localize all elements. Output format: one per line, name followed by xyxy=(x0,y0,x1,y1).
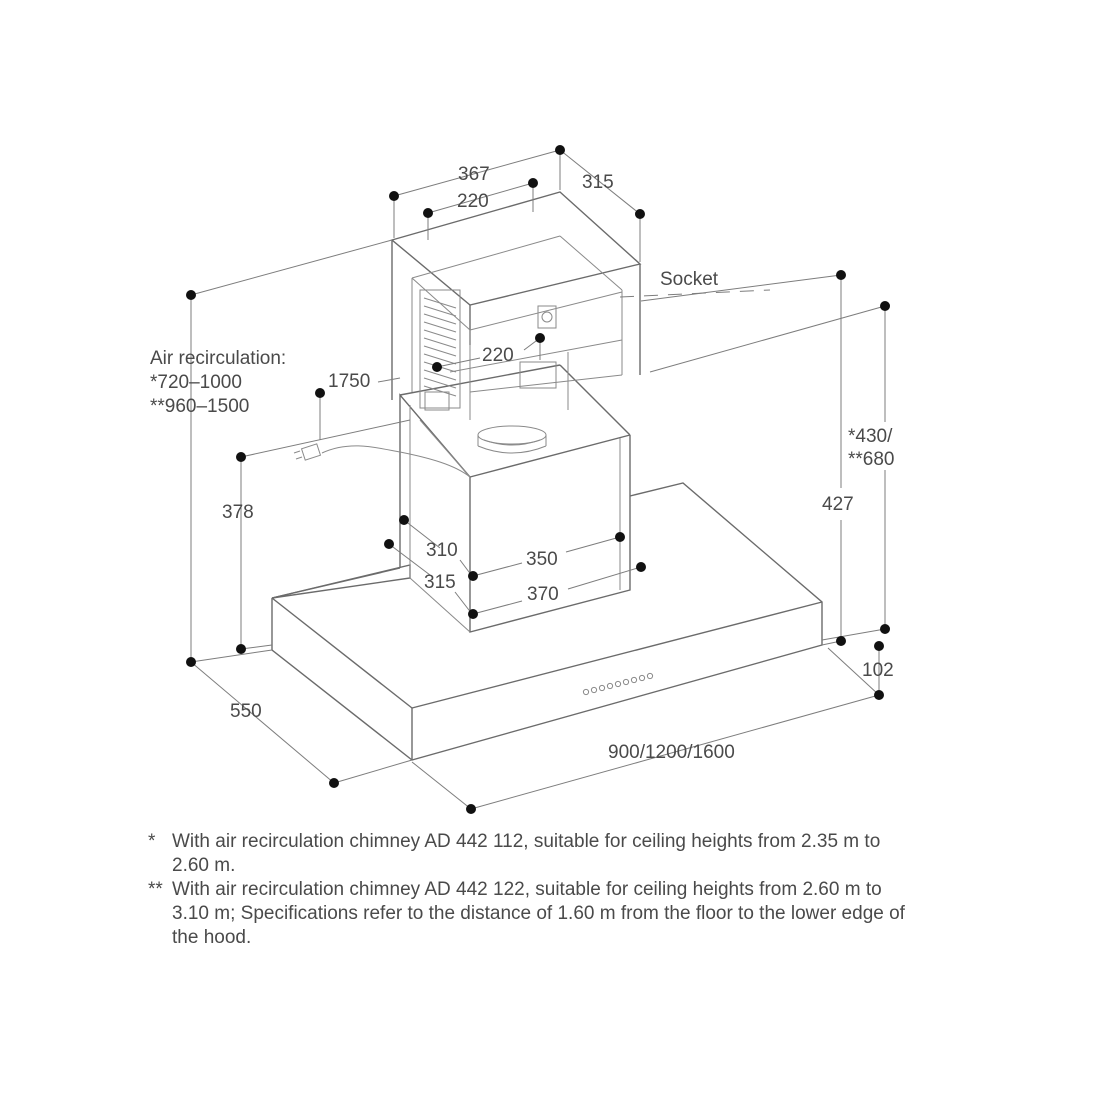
label-air-range-double: **960–1500 xyxy=(150,396,249,417)
label-top-inner: 220 xyxy=(457,191,489,212)
footnotes: * With air recirculation chimney AD 442 … xyxy=(148,830,908,950)
label-top-depth: 315 xyxy=(582,172,614,193)
upper-chimney xyxy=(390,191,642,420)
label-top-width: 367 xyxy=(458,164,490,185)
footnote-text: With air recirculation chimney AD 442 11… xyxy=(172,831,881,876)
label-socket: Socket xyxy=(660,269,719,290)
footnote-single: * With air recirculation chimney AD 442 … xyxy=(148,830,908,878)
power-cable xyxy=(293,443,471,478)
label-chimney-width-outer: 370 xyxy=(527,584,559,605)
label-hood-height: 102 xyxy=(862,660,894,681)
footnote-double: ** With air recirculation chimney AD 442… xyxy=(148,878,908,950)
label-right-height-upper: *430/ xyxy=(848,426,893,447)
label-total-height: 427 xyxy=(822,494,854,515)
label-side-height: 378 xyxy=(222,502,254,523)
dimension-lines xyxy=(190,149,886,810)
control-buttons xyxy=(582,672,654,696)
dimension-dots xyxy=(186,145,890,814)
lower-chimney xyxy=(399,364,631,633)
label-air-recirculation: Air recirculation: xyxy=(150,348,286,369)
label-hood-width: 900/1200/1600 xyxy=(608,742,735,763)
dimension-labels: 367 220 315 Socket 220 1750 Air recircul… xyxy=(150,164,895,763)
label-chimney-depth-inner: 310 xyxy=(426,540,458,561)
hood-canopy xyxy=(271,482,823,761)
footnote-text: With air recirculation chimney AD 442 12… xyxy=(172,879,905,948)
filter-grille xyxy=(423,297,457,397)
label-chimney-width-inner: 350 xyxy=(526,549,558,570)
label-chimney-depth-outer: 315 xyxy=(424,572,456,593)
label-air-range-single: *720–1000 xyxy=(150,372,242,393)
label-mid-inner: 220 xyxy=(482,345,514,366)
label-hood-depth: 550 xyxy=(230,701,262,722)
footnote-mark: ** xyxy=(148,879,163,900)
label-right-height-lower: **680 xyxy=(848,449,895,470)
label-cable-length: 1750 xyxy=(328,371,370,392)
footnote-mark: * xyxy=(148,831,156,852)
